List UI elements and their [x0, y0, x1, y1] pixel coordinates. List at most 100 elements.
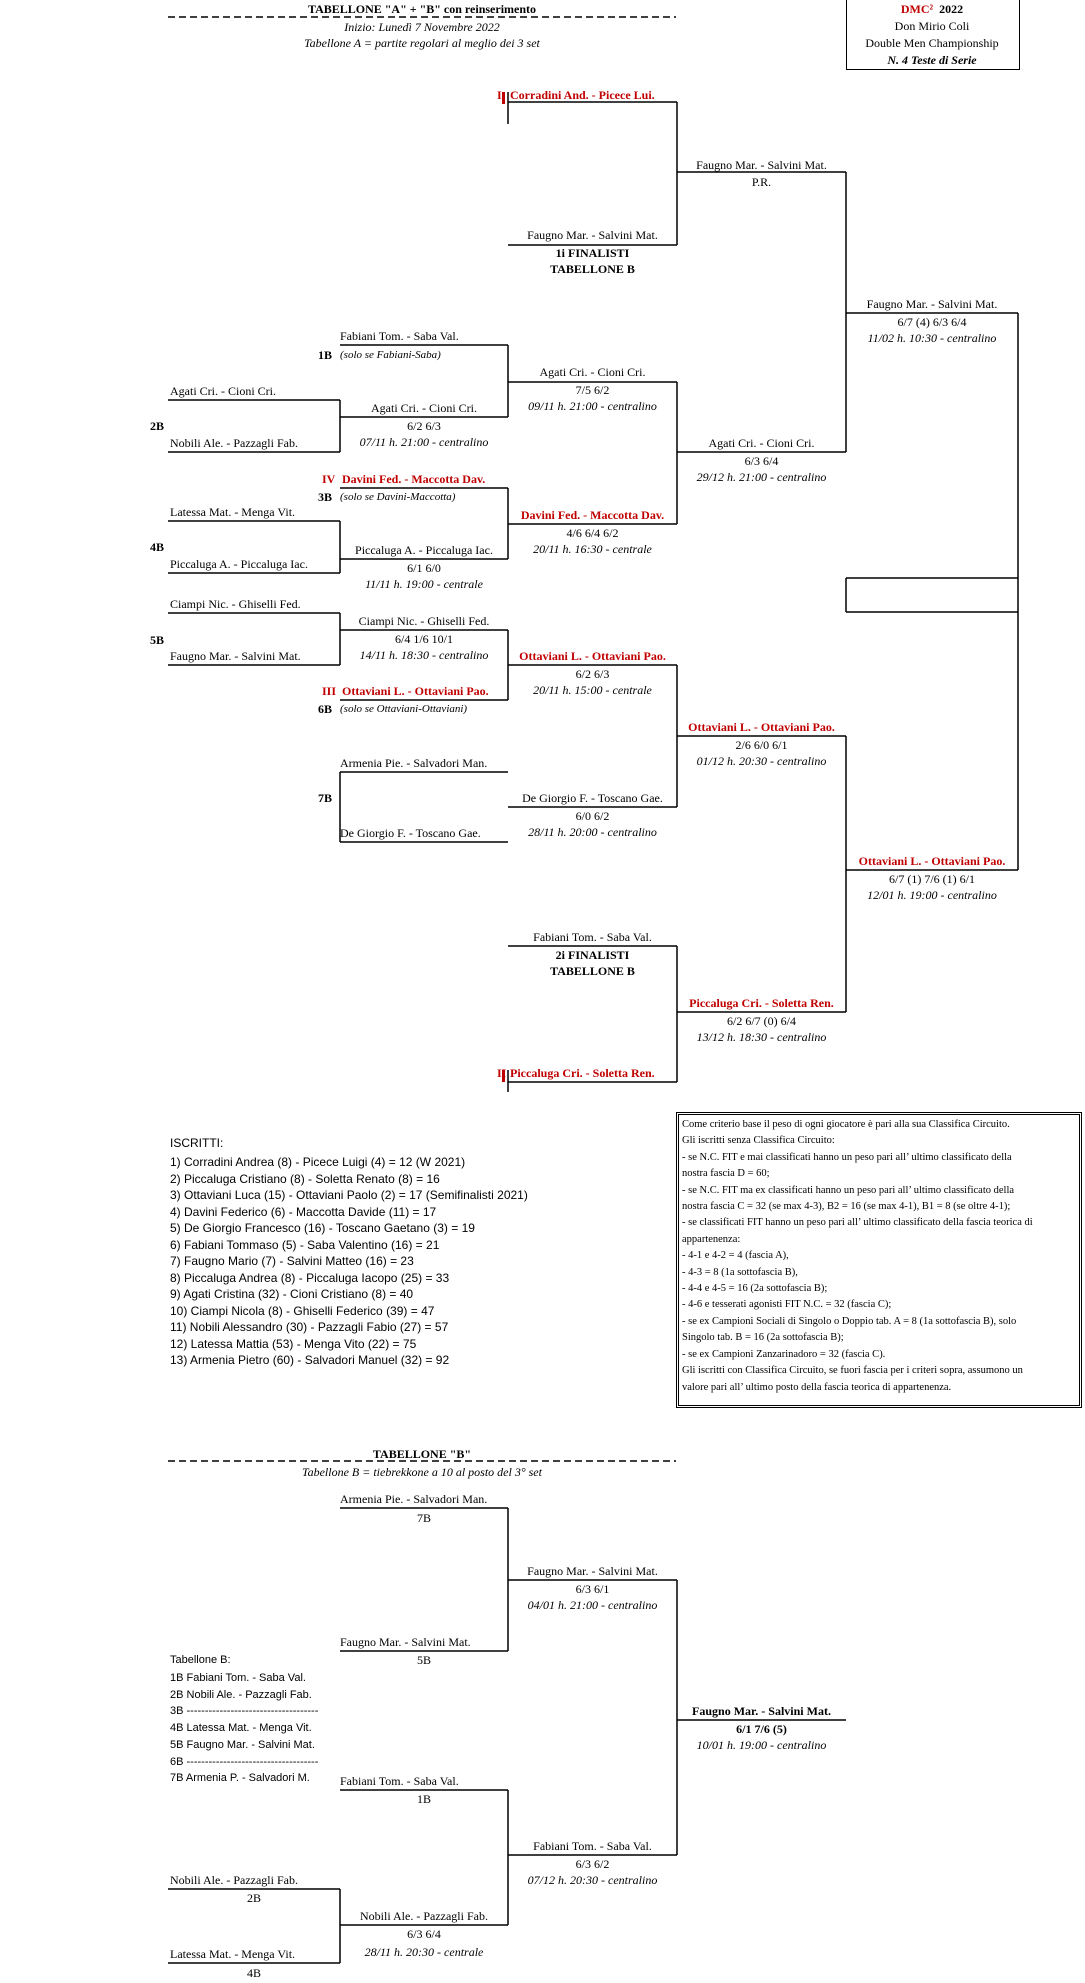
- r1a-date: 07/11 h. 21:00 - centralino: [359, 435, 489, 449]
- sf2-winner: Ottaviani L. - Ottaviani Pao.: [858, 854, 1006, 868]
- logo-line1: Don Mirio Coli: [894, 19, 970, 33]
- p5b-label: 5B: [150, 633, 165, 647]
- b-m2-winner: Fabiani Tom. - Saba Val.: [533, 1839, 652, 1853]
- qf2-date: 01/12 h. 20:30 - centralino: [696, 754, 827, 768]
- b-list-title: Tabellone B:: [170, 1654, 231, 1666]
- r2c-winner: Ottaviani L. - Ottaviani Pao.: [519, 649, 666, 663]
- sf2-score: 6/7 (1) 7/6 (1) 6/1: [889, 872, 975, 886]
- r1c-date: 14/11 h. 18:30 - centralino: [359, 648, 489, 662]
- logo-line2: Double Men Championship: [865, 36, 999, 50]
- top-date: 11/02 h. 10:30 - centralino: [867, 331, 997, 345]
- b-m3-pair-a: Nobili Ale. - Pazzagli Fab.: [170, 1873, 298, 1887]
- criteria-text: Come criterio base il peso di ogni gioca…: [679, 1115, 1079, 1398]
- iscritti-item: 7) Faugno Mario (7) - Salvini Matteo (16…: [170, 1254, 414, 1268]
- criteria-line: Come criterio base il peso di ogni gioca…: [682, 1119, 1010, 1130]
- b-list-item: 2B Nobili Ale. - Pazzagli Fab.: [170, 1688, 312, 1701]
- iscritti-title: ISCRITTI:: [170, 1136, 224, 1150]
- p3b-label: 3B: [318, 490, 333, 504]
- p7b-pair-a: Armenia Pie. - Salvadori Man.: [340, 756, 488, 770]
- seed3-pair: Ottaviani L. - Ottaviani Pao.: [342, 684, 489, 698]
- r2c-date: 20/11 h. 15:00 - centrale: [533, 683, 652, 697]
- iscritti-item: 2) Piccaluga Cristiano (8) - Soletta Ren…: [170, 1171, 440, 1186]
- criteria-line: - 4-4 e 4-5 = 16 (2a sottofascia B);: [682, 1283, 828, 1295]
- criteria-line: - se N.C. FIT e mai classificati hanno u…: [682, 1151, 1012, 1163]
- b-list-item: 7B Armenia P. - Salvadori M.: [170, 1772, 310, 1785]
- b-m1-date: 04/01 h. 21:00 - centralino: [527, 1598, 658, 1612]
- criteria-line: - se classificati FIT hanno un peso pari…: [682, 1217, 1033, 1229]
- r1b-date: 11/11 h. 19:00 - centrale: [365, 577, 483, 591]
- r1b-winner: Piccaluga A. - Piccaluga Iac.: [355, 543, 493, 557]
- qf2-score: 2/6 6/0 6/1: [735, 738, 788, 752]
- iscritti-item: 9) Agati Cristina (32) - Cioni Cristiano…: [170, 1287, 414, 1301]
- p5b-pair-b: Faugno Mar. - Salvini Mat.: [170, 649, 301, 663]
- fin2-label2: TABELLONE B: [550, 964, 635, 978]
- b-m3-label-b: 4B: [246, 1966, 261, 1980]
- qf1-winner: Agati Cri. - Cioni Cri.: [708, 436, 815, 450]
- b-m1-score: 6/3 6/1: [575, 1582, 610, 1596]
- b-m1-winner: Faugno Mar. - Salvini Mat.: [527, 1564, 658, 1578]
- iscritti-item: 8) Piccaluga Andrea (8) - Piccaluga Iaco…: [170, 1270, 450, 1285]
- criteria-line: nostra fascia C = 32 (se max 4-3), B2 = …: [682, 1201, 1011, 1213]
- b-final-winner: Faugno Mar. - Salvini Mat.: [692, 1704, 831, 1718]
- r1a-score: 6/2 6/3: [407, 419, 441, 433]
- seed1-pair: Corradini And. - Picece Lui.: [510, 88, 655, 102]
- criteria-line: valore pari all’ ultimo posto della fasc…: [682, 1381, 952, 1393]
- fin2-label: 2i FINALISTI: [555, 948, 630, 962]
- b-m3-winner: Nobili Ale. - Pazzagli Fab.: [360, 1909, 488, 1923]
- sf2b-winner: Piccaluga Cri. - Soletta Ren.: [689, 996, 834, 1010]
- r2a-score: 7/5 6/2: [575, 383, 610, 397]
- iscritti-item: 11) Nobili Alessandro (30) - Pazzagli Fa…: [170, 1320, 449, 1334]
- bracket-b-rule: Tabellone B = tiebrekkone a 10 al posto …: [302, 1465, 542, 1479]
- p1b-label: 1B: [318, 348, 333, 362]
- r1a-winner: Agati Cri. - Cioni Cri.: [371, 401, 477, 415]
- sf1-result: P.R.: [751, 175, 772, 189]
- p7b-label: 7B: [318, 791, 333, 805]
- b-list-item: 6B ------------------------------------: [170, 1755, 319, 1768]
- top-score: 6/7 (4) 6/3 6/4: [897, 315, 967, 329]
- b-m3-pair-b: Latessa Mat. - Menga Vit.: [170, 1947, 296, 1961]
- b-m1-label-a: 7B: [416, 1511, 431, 1525]
- r2b-date: 20/11 h. 16:30 - centrale: [533, 542, 652, 556]
- r2b-score: 4/6 6/4 6/2: [566, 526, 619, 540]
- seed2-pair: Piccaluga Cri. - Soletta Ren.: [510, 1066, 655, 1080]
- fin2-pair: Fabiani Tom. - Saba Val.: [533, 930, 652, 944]
- criteria-box: Come criterio base il peso di ogni gioca…: [676, 1112, 1082, 1408]
- r2a-winner: Agati Cri. - Cioni Cri.: [539, 365, 646, 379]
- b-list-item: 3B ------------------------------------: [170, 1705, 319, 1718]
- iscritti-item: 12) Latessa Mattia (53) - Menga Vito (22…: [170, 1336, 417, 1351]
- iscritti-list: 1) Corradini Andrea (8) - Picece Luigi (…: [170, 1154, 528, 1369]
- fin1-label2: TABELLONE B: [550, 262, 635, 276]
- bracket-b-title: TABELLONE "B": [372, 1447, 472, 1461]
- b-list-item: 5B Faugno Mar. - Salvini Mat.: [170, 1738, 315, 1751]
- p7b-pair-b: De Giorgio F. - Toscano Gae.: [340, 826, 481, 840]
- b-m3-score: 6/3 6/4: [407, 1927, 441, 1941]
- iscritti-item: 1) Corradini Andrea (8) - Picece Luigi (…: [170, 1155, 466, 1169]
- bracket-a-rule: Tabellone A = partite regolari al meglio…: [304, 36, 540, 50]
- dmc-logo-title: DMC² 2022: [846, 2, 1018, 16]
- r1c-score: 6/4 1/6 10/1: [394, 632, 453, 646]
- iscritti-item: 3) Ottaviani Luca (15) - Ottaviani Paolo…: [170, 1188, 528, 1202]
- criteria-line: nostra fascia D = 60;: [682, 1168, 770, 1180]
- r2b-winner: Davini Fed. - Maccotta Dav.: [520, 508, 665, 522]
- b-final-date: 10/01 h. 19:00 - centralino: [696, 1738, 827, 1752]
- p2b-pair-b: Nobili Ale. - Pazzagli Fab.: [170, 436, 298, 450]
- b-m3-label-a: 2B: [246, 1891, 261, 1905]
- criteria-line: - se ex Campioni Sociali di Singolo o Do…: [682, 1315, 1017, 1327]
- r2d-winner: De Giorgio F. - Toscano Gae.: [522, 791, 663, 805]
- b-m2-date: 07/12 h. 20:30 - centralino: [527, 1873, 658, 1887]
- b-m1-label-b: 5B: [416, 1653, 431, 1667]
- criteria-line: appartenenza:: [682, 1233, 741, 1245]
- b-m1-pair-a: Armenia Pie. - Salvadori Man.: [340, 1492, 488, 1506]
- criteria-line: Singolo tab. B = 16 (2a sottofascia B);: [682, 1332, 844, 1344]
- r1b-score: 6/1 6/0: [407, 561, 441, 575]
- r2a-date: 09/11 h. 21:00 - centralino: [528, 399, 657, 413]
- criteria-line: - se N.C. FIT ma ex classificati hanno u…: [682, 1184, 1015, 1196]
- b-m2-label-a: 1B: [416, 1792, 431, 1806]
- p2b-label: 2B: [150, 419, 165, 433]
- seed4-num: IV: [322, 472, 336, 486]
- sf2b-score: 6/2 6/7 (0) 6/4: [727, 1014, 796, 1028]
- r2d-date: 28/11 h. 20:00 - centralino: [528, 825, 657, 839]
- criteria-line: - 4-6 e tesserati agonisti FIT N.C. = 32…: [682, 1299, 892, 1311]
- bracket-title: TABELLONE "A" + "B" con reinserimento: [307, 2, 537, 16]
